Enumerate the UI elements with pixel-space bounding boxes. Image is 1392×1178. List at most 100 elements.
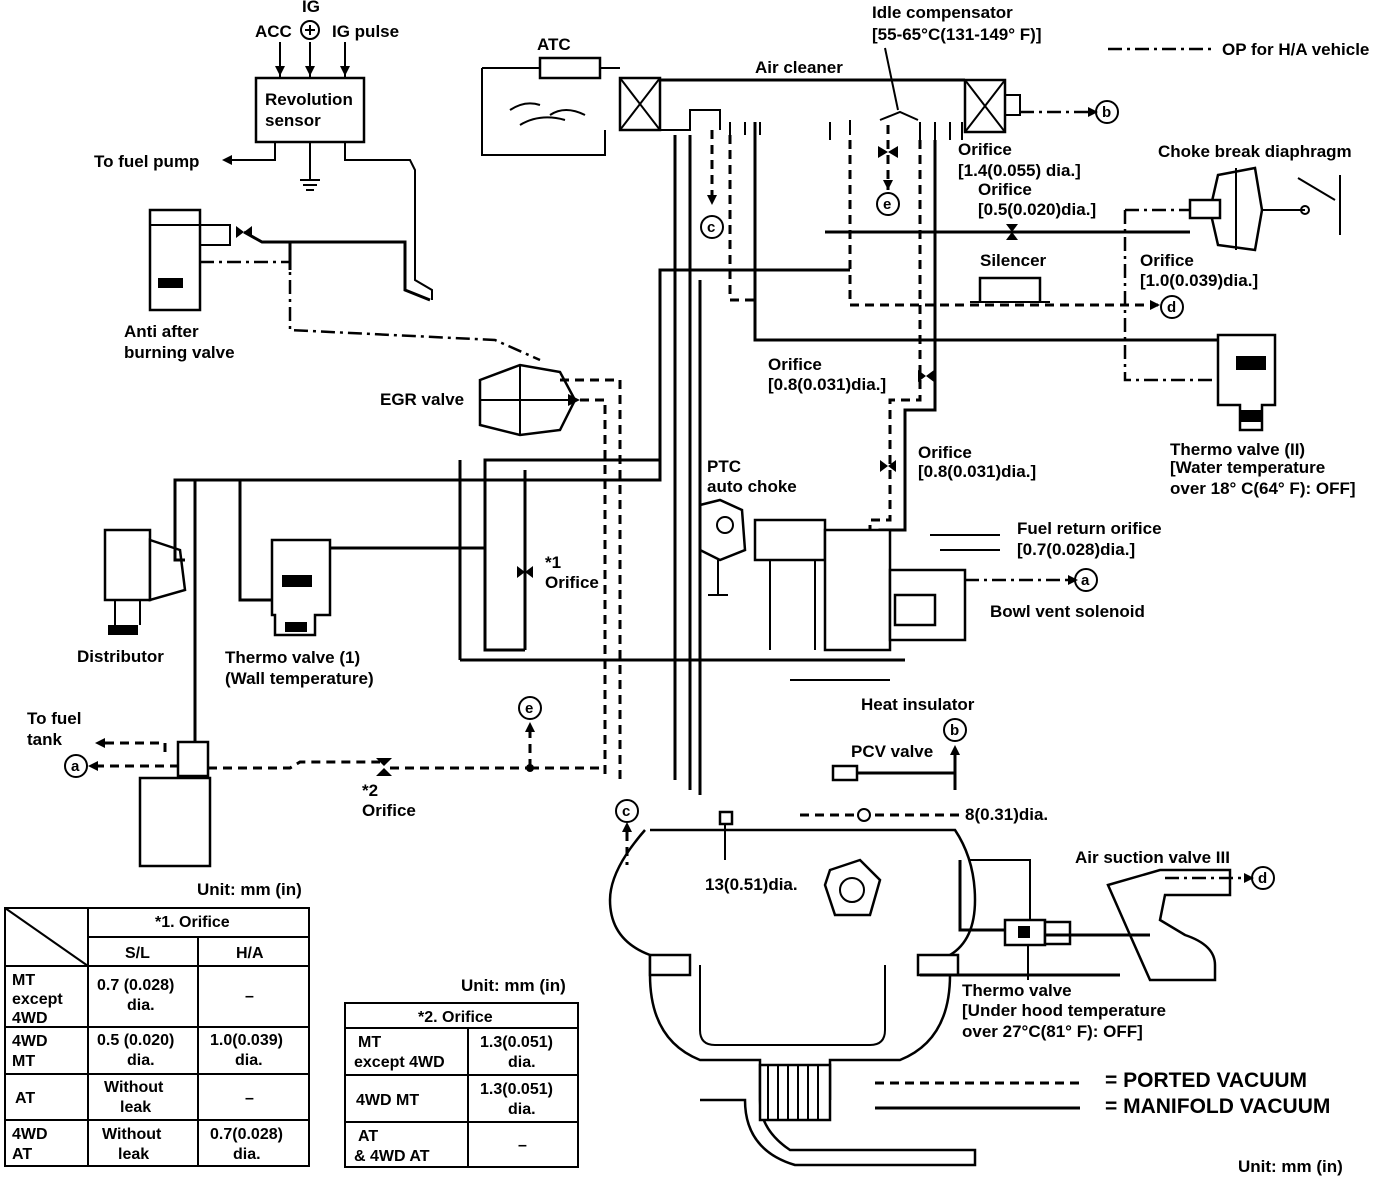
table1-row4-h1: 4WD xyxy=(12,1126,48,1143)
ig-pulse-label: IG pulse xyxy=(332,22,399,41)
svg-text:d: d xyxy=(1167,299,1176,316)
table2-unit-label: Unit: mm (in) xyxy=(461,976,566,995)
ptc-label-2: auto choke xyxy=(707,477,797,496)
thermo-uh-label-2: [Under hood temperature xyxy=(962,1001,1166,1020)
fuel-return-label-1: Fuel return orifice xyxy=(1017,519,1162,538)
table1-row1-h1: MT xyxy=(12,972,35,989)
dia-8-label: 8(0.31)dia. xyxy=(965,805,1048,824)
anti-after-burning-valve: Anti after burning valve xyxy=(124,208,541,362)
carburetor: a Fuel return orifice [0.7(0.028)dia.] B… xyxy=(458,460,1162,714)
silencer-label: Silencer xyxy=(980,251,1047,270)
bowl-vent-label: Bowl vent solenoid xyxy=(990,602,1145,621)
table1-row4-ha1: 0.7(0.028) xyxy=(210,1126,283,1143)
air-cleaner-label: Air cleaner xyxy=(755,58,843,77)
table1-row2-ha1: 1.0(0.039) xyxy=(210,1032,283,1049)
connector-a-right xyxy=(1074,568,1098,592)
star1-orifice-label-1: *1 xyxy=(545,553,561,572)
legend-manifold-label: = MANIFOLD VACUUM xyxy=(1105,1095,1330,1118)
orifice-icon xyxy=(878,146,898,158)
to-fuel-tank-label-1: To fuel xyxy=(27,709,81,728)
table1-row1-h3: 4WD xyxy=(12,1010,48,1027)
to-fuel-tank-label-2: tank xyxy=(27,730,63,749)
table1-row2-sl1: 0.5 (0.020) xyxy=(97,1032,174,1049)
orifice-0-8-lower: Orifice [0.8(0.031)dia.] xyxy=(880,443,1036,481)
thermo-valve-1: Thermo valve (1) (Wall temperature) xyxy=(225,458,660,688)
air-cleaner: ATC Air cleaner xyxy=(481,35,1098,156)
acc-label: ACC xyxy=(255,22,292,41)
manifold-hoses: c xyxy=(673,130,760,795)
orifice-1-4-label-2: [1.4(0.055) dia.] xyxy=(958,161,1081,180)
orifice-1-4: e Orifice [1.4(0.055) dia.] xyxy=(876,125,1081,216)
idle-compensator: Idle compensator [55-65°C(131-149° F)] xyxy=(872,3,1042,121)
op-for-ha-label: OP for H/A vehicle xyxy=(1222,40,1369,59)
table1-row4-sl2: leak xyxy=(118,1146,149,1163)
table2-row1-h2: except 4WD xyxy=(354,1054,445,1071)
legend-ported-label: = PORTED VACUUM xyxy=(1105,1069,1307,1092)
table1-row1-h2: except xyxy=(12,991,63,1008)
table1-row3-sl2: leak xyxy=(120,1099,151,1116)
ptc-label-1: PTC xyxy=(707,457,741,476)
egr-valve-label: EGR valve xyxy=(380,390,464,409)
svg-text:d: d xyxy=(1258,870,1267,887)
ig-label: IG xyxy=(302,0,320,16)
table1-row1-sl1: 0.7 (0.028) xyxy=(97,977,174,994)
orifice-table-2: Unit: mm (in) *2. Orifice MT except 4WD … xyxy=(344,976,579,1168)
svg-text:b: b xyxy=(950,722,959,739)
op-legend: OP for H/A vehicle xyxy=(1108,40,1369,59)
table1-row3-ha1: – xyxy=(245,1090,254,1107)
svg-text:a: a xyxy=(71,758,80,775)
engine-block: 8(0.31)dia. 13(0.51)dia. xyxy=(608,805,1048,1167)
revolution-sensor-label-2: sensor xyxy=(265,111,321,130)
table2-row2-v1: 1.3(0.051) xyxy=(480,1081,553,1098)
table2-row1-v2: dia. xyxy=(508,1054,536,1071)
table1-row1-ha1: – xyxy=(245,988,254,1005)
to-fuel-pump-label: To fuel pump xyxy=(94,152,199,171)
air-suction-valve: Air suction valve III d Thermo valve [Un… xyxy=(920,848,1275,1041)
connector-d-bottom xyxy=(1251,866,1275,890)
orifice-0-8b-label-1: Orifice xyxy=(918,443,972,462)
table2-row3-v1: – xyxy=(518,1137,527,1154)
ptc-auto-choke: PTC auto choke xyxy=(698,457,797,596)
table1-title: *1. Orifice xyxy=(155,914,230,931)
thermo-valve-2-label-1: Thermo valve (II) xyxy=(1170,440,1305,459)
idle-compensator-label-2: [55-65°C(131-149° F)] xyxy=(872,25,1042,44)
connector-e-top xyxy=(876,192,900,216)
orifice-1-4-label-1: Orifice xyxy=(958,140,1012,159)
thermo-valve-2-label-2: [Water temperature xyxy=(1170,458,1325,477)
orifice-table-1: Unit: mm (in) *1. Orifice S/L H/A MT exc… xyxy=(4,880,310,1167)
table1-row4-sl1: Without xyxy=(102,1126,162,1143)
table1-row3-h1: AT xyxy=(15,1090,35,1107)
table1-row2-h2: MT xyxy=(12,1053,35,1070)
table1-row2-ha2: dia. xyxy=(235,1052,263,1069)
star2-orifice-label-1: *2 xyxy=(362,781,378,800)
revolution-sensor: Revolution sensor IG ACC IG pulse To fue… xyxy=(94,0,433,300)
thermo-valve-2: Thermo valve (II) [Water temperature ove… xyxy=(753,122,1356,498)
table1-col-sl: S/L xyxy=(125,945,150,962)
heat-insulator-label: Heat insulator xyxy=(861,695,975,714)
table2-row1-v1: 1.3(0.051) xyxy=(480,1034,553,1051)
svg-text:c: c xyxy=(622,803,630,820)
connector-c-top xyxy=(700,215,724,239)
orifice-0-8a-label-2: [0.8(0.031)dia.] xyxy=(768,375,886,394)
distributor-label: Distributor xyxy=(77,647,164,666)
distributor: Distributor xyxy=(77,268,850,745)
table1-row2-sl2: dia. xyxy=(127,1052,155,1069)
table1-row2-h1: 4WD xyxy=(12,1033,48,1050)
fuel-return-label-2: [0.7(0.028)dia.] xyxy=(1017,540,1135,559)
connector-b-bottom xyxy=(943,718,967,742)
thermo-uh-label-1: Thermo valve xyxy=(962,981,1072,1000)
orifice-0-5-label-1: Orifice xyxy=(978,180,1032,199)
ig-plus-icon xyxy=(300,20,320,40)
table1-row4-ha2: dia. xyxy=(233,1146,261,1163)
idle-compensator-label-1: Idle compensator xyxy=(872,3,1013,22)
choke-break-label: Choke break diaphragm xyxy=(1158,142,1352,161)
table2-row1-h1: MT xyxy=(358,1034,381,1051)
dia-13-label: 13(0.51)dia. xyxy=(705,875,798,894)
connector-d-top xyxy=(1160,295,1184,319)
thermo-valve-1-label-1: Thermo valve (1) xyxy=(225,648,360,667)
connector-b-top: b xyxy=(1095,100,1119,124)
star1-orifice: *1 Orifice xyxy=(517,553,599,592)
anti-after-label-2: burning valve xyxy=(124,343,235,362)
line-legend: = PORTED VACUUM = MANIFOLD VACUUM xyxy=(875,1069,1330,1118)
